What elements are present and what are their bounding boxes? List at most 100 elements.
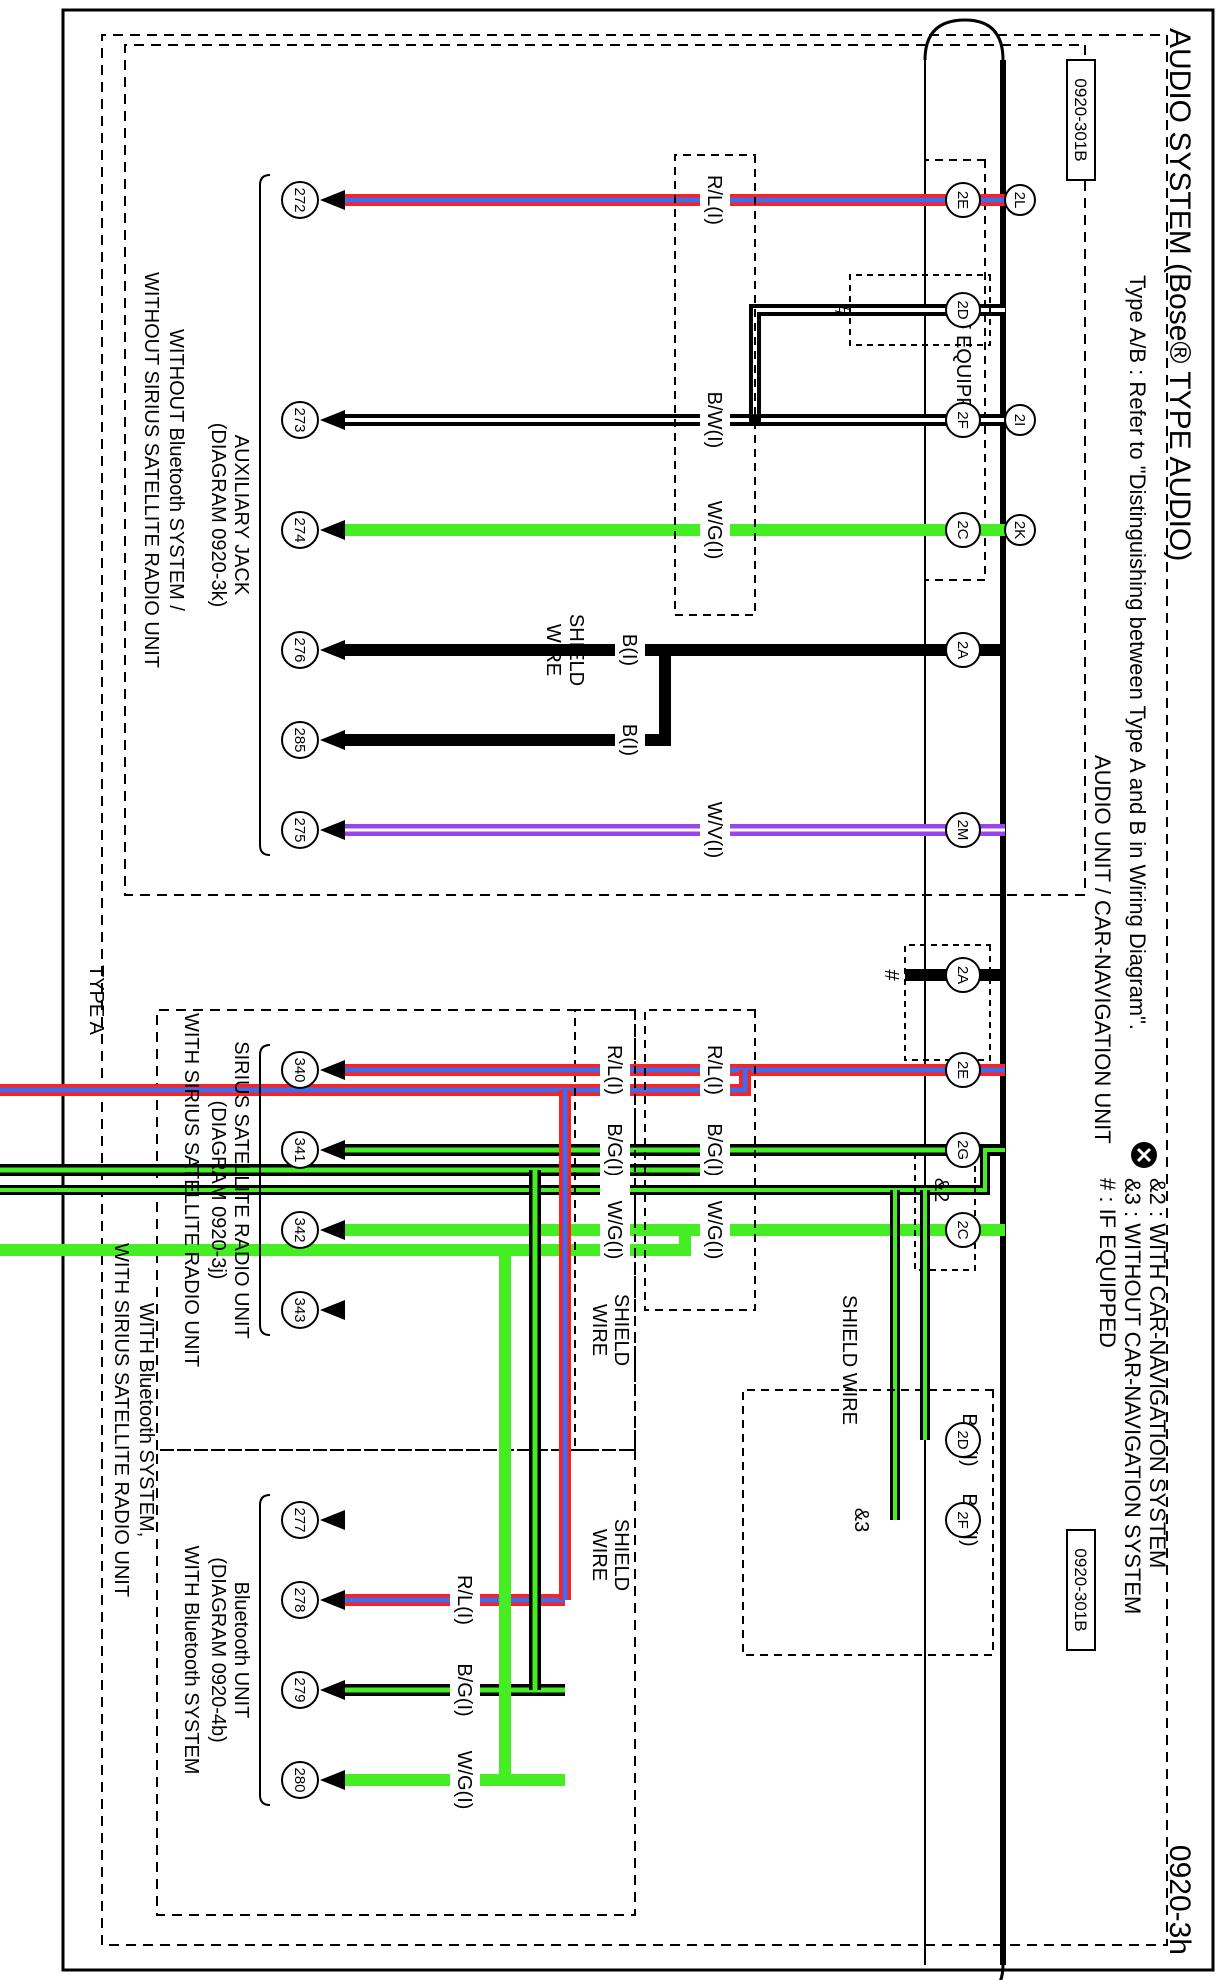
aux-ref: (DIAGRAM 0920-3k): [207, 423, 229, 608]
point-274: 274: [281, 511, 345, 549]
point-342: 342: [281, 1211, 345, 1249]
terminal-2d-right: [945, 1422, 981, 1458]
terminal-2f-left-label: 2F: [954, 411, 971, 429]
point-274-label: 274: [291, 517, 308, 542]
terminal-2d-left-label: 2D: [954, 300, 971, 319]
without-caption-2: WITHOUT SIRIUS SATELLITE RADIO UNIT: [140, 272, 162, 668]
sirius-ref: (DIAGRAM 0920-3j): [207, 1101, 229, 1280]
terminal-2e-right: [945, 1052, 981, 1088]
wire-label-wg-bt: W/G(I): [453, 1751, 475, 1810]
bluetooth-wires: R/L(I) B/G(I) W/G(I): [345, 1090, 571, 1835]
terminal-2e-left-label: 2E: [954, 191, 971, 209]
point-276: 276: [281, 631, 345, 669]
point-343: 343: [281, 1291, 345, 1329]
if-equipped-frame: [924, 159, 986, 581]
shield-wire-label-right: SHIELD WIRE: [838, 1295, 860, 1425]
terminal-2a-left-label: 2A: [954, 641, 971, 659]
hash-mark-right: #: [880, 969, 902, 981]
bluetooth-section-frame: [156, 1449, 636, 1916]
wire-label-bg-bt: B/G(I): [453, 1663, 475, 1716]
terminal-2g-right-label: 2G: [954, 1140, 971, 1160]
connector-code-box-left: [1066, 59, 1096, 181]
point-278: 278: [281, 1581, 345, 1619]
terminal-2m-left: [945, 812, 981, 848]
shield-box-right: [644, 1009, 756, 1311]
point-272-label: 272: [291, 187, 308, 212]
point-285-label: 285: [291, 727, 308, 752]
point-275: 275: [281, 811, 345, 849]
point-273-label: 273: [291, 407, 308, 432]
point-340-label: 340: [291, 1057, 308, 1082]
point-341: 341: [281, 1131, 345, 1169]
wire-label-rl-right: R/L(I): [703, 1045, 725, 1095]
bluetooth-bracket: [259, 1494, 271, 1806]
wire-label-rl-bt: R/L(I): [453, 1575, 475, 1625]
terminal-2a-left: [945, 632, 981, 668]
type-ab-note: Type A/B : Refer to "Distinguishing betw…: [1125, 275, 1150, 1030]
wire-b-left: B(I): [345, 620, 1005, 680]
point-279: 279: [281, 1671, 345, 1709]
bluetooth-ref: (DIAGRAM 0920-4b): [207, 1557, 229, 1743]
audio-unit-label: AUDIO UNIT / CAR-NAVIGATION UNIT: [1090, 755, 1115, 1144]
terminal-2k: [1004, 514, 1036, 546]
and3-frame: [742, 1389, 994, 1656]
hash-frame-left: [849, 274, 991, 346]
terminal-2e-right-label: 2E: [954, 1061, 971, 1079]
wire-label-bw: B/W(I): [703, 392, 725, 449]
terminal-2d-right-label: 2D: [954, 1430, 971, 1449]
shield-label-bt-b: WIRE: [588, 1529, 610, 1581]
with-both-caption-1: WITH Bluetooth SYSTEM,: [135, 1303, 157, 1538]
hash-frame-right: [904, 944, 991, 1061]
bluetooth-name: Bluetooth UNIT: [230, 1582, 252, 1719]
terminal-2c-right-label: 2C: [954, 1220, 971, 1239]
point-343-label: 343: [291, 1297, 308, 1322]
terminal-2a-right-label: 2A: [954, 966, 971, 984]
terminal-2l: [1004, 184, 1036, 216]
point-285: 285: [281, 721, 345, 759]
outer-frame: [61, 8, 1215, 1972]
terminal-2c-left-label: 2C: [954, 520, 971, 539]
bluetooth-section-label: WITH Bluetooth SYSTEM: [180, 1546, 202, 1775]
point-277-label: 277: [291, 1507, 308, 1532]
point-273: 273: [281, 401, 345, 439]
wire-b-285: B(I): [345, 650, 671, 770]
and3-mark: &3: [850, 1508, 872, 1532]
shield-label-bt-a: SHIELD: [610, 1519, 632, 1591]
connector-code-right: 0920-301B: [1071, 1548, 1090, 1631]
terminal-2f-right-label: 2F: [954, 1511, 971, 1529]
wire-label-wg-right: W/G(I): [703, 1201, 725, 1260]
wire-label-b: B(I): [618, 634, 640, 666]
point-279-label: 279: [291, 1677, 308, 1702]
point-275-label: 275: [291, 817, 308, 842]
wire-bg-2g: &2: [0, 1145, 1005, 1271]
wire-label-bg-sirius: B/G(I): [603, 1123, 625, 1176]
wire-wv-left: W/V(I): [345, 775, 1005, 885]
legend-line-2: &3 : WITHOUT CAR-NAVIGATION SYSTEM: [1120, 1178, 1145, 1614]
point-278-label: 278: [291, 1587, 308, 1612]
legend-line-3: # : IF EQUIPPED: [1095, 1178, 1120, 1348]
terminal-2d-left: [945, 292, 981, 328]
type-a-frame: [101, 34, 1168, 1946]
and2-mark: &2: [930, 1178, 952, 1202]
point-272: 272: [281, 181, 345, 219]
without-section-frame: [124, 44, 1086, 896]
wire-label-b-285: B(I): [618, 724, 640, 756]
connector-code-box-right: [1066, 1529, 1096, 1651]
terminal-2c-left: [945, 512, 981, 548]
sirius-section-label: WITH SIRIUS SATELLITE RADIO UNIT: [180, 1013, 202, 1367]
shield-label-sirius-b: WIRE: [588, 1304, 610, 1356]
aux-name: AUXILIARY JACK: [230, 435, 252, 596]
type-a-caption: TYPE A: [85, 965, 107, 1036]
wire-label-rl-sirius: R/L(I): [603, 1045, 625, 1095]
legend-line-1: &2 : WITH CAR-NAVIGATION SYSTEM: [1145, 1178, 1170, 1568]
terminal-2k-label: 2K: [1011, 521, 1028, 539]
without-caption-1: WITHOUT Bluetooth SYSTEM /: [165, 329, 187, 611]
diagram-title: AUDIO SYSTEM (Bose® TYPE AUDIO): [1163, 28, 1196, 561]
shield-box-left: [674, 154, 756, 616]
reference-icon-mark: [1136, 1147, 1152, 1163]
unit-bus-right-cap: [964, 1964, 1005, 1980]
wire-label-rl: R/L(I): [703, 175, 725, 225]
sirius-name: SIRIUS SATELLITE RADIO UNIT: [230, 1041, 252, 1338]
